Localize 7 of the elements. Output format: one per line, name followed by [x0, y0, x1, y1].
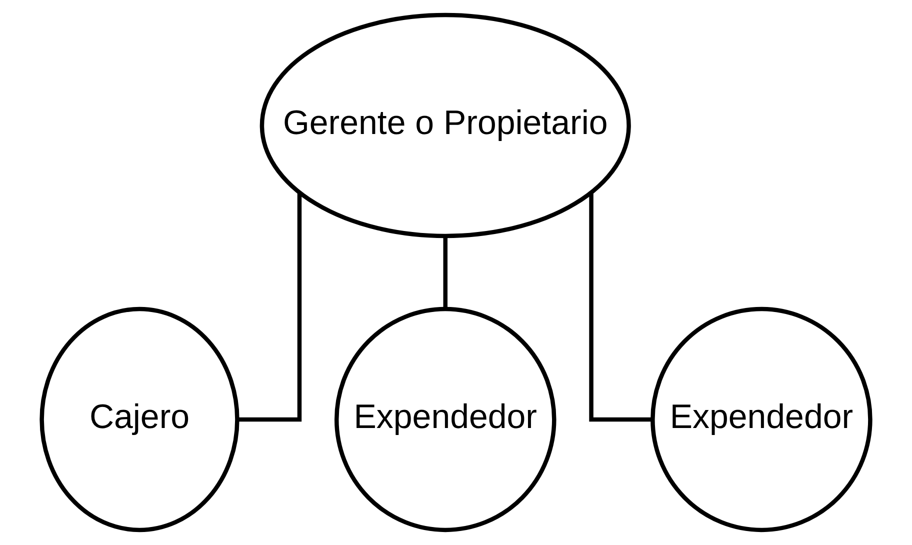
node-circle: Expendedor [650, 306, 872, 532]
node-ellipse: Gerente o Propietario [260, 12, 631, 238]
node-ellipse: Cajero [40, 306, 240, 532]
connector [443, 236, 448, 309]
connector [238, 192, 302, 422]
node-circle: Expendedor [334, 306, 556, 532]
connector [589, 192, 652, 422]
